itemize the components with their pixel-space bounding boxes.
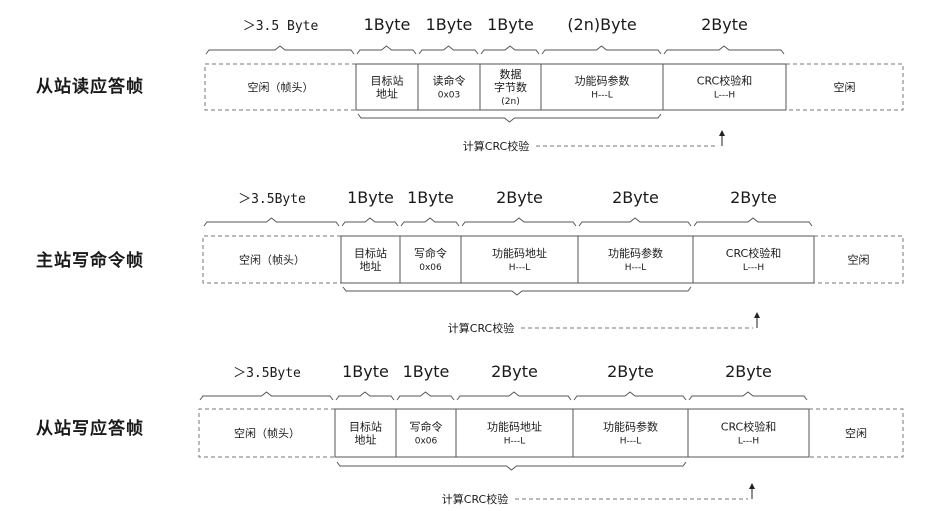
frame-cell-text: 空闲（帧头） [239,253,305,267]
byte-size-label: ＞3.5Byte [238,192,306,207]
idle-head-outline [198,408,335,458]
frame-cell-text: 0x06 [415,437,438,447]
frame-cell-text: 目标站 [349,420,382,434]
byte-size-label: 1Byte [426,15,473,34]
idle-tail-outline [814,235,904,284]
byte-size-brace [480,45,540,55]
byte-size-label: 2Byte [701,15,748,34]
byte-size-label: 1Byte [364,15,411,34]
frame-cell-text: L---H [714,91,735,101]
frame-cell-text: 功能码参数 [575,74,630,88]
byte-size-brace [456,391,572,401]
frame-cell-text: 地址 [360,259,382,273]
byte-size-label: 2Byte [496,188,543,207]
byte-size-brace [663,45,785,55]
frame-cell-text: 空闲（帧头） [248,80,314,94]
frame-cell-text: 写命令 [410,420,443,434]
crc-calc-label: 计算CRC校验 [448,321,514,335]
frame-cell-text: 空闲 [845,426,867,440]
frame-cell-text: CRC校验和 [721,420,776,434]
frame-cell-text: 空闲 [834,80,856,94]
crc-range-brace [336,461,687,471]
byte-size-label: 1Byte [487,15,534,34]
byte-size-brace [205,45,355,55]
frame-cell-text: H---L [620,437,642,447]
frame-group: 从站写应答帧 ＞3.5Byte 1Byte 1Byte 2Byte 2Byte 2Byte 空… [36,362,904,506]
byte-size-brace [418,45,479,55]
crc-arrow-icon [754,312,760,318]
byte-size-brace [335,391,395,401]
byte-size-brace [341,217,399,227]
crc-arrow-icon [749,483,755,489]
byte-size-label: 2Byte [725,362,772,381]
byte-size-label: 2Byte [612,188,659,207]
byte-size-label: 1Byte [407,188,454,207]
frame-cell-text: 写命令 [414,246,447,260]
frame-cell-text: 功能码地址 [487,420,542,434]
frame-cell-text: 地址 [355,433,377,447]
frame-body-outline [355,63,787,111]
frame-cell-text: H---L [509,263,531,273]
byte-size-brace [693,217,813,227]
frame-cell-text: 空闲（帧头） [234,426,300,440]
byte-size-brace [573,391,687,401]
crc-range-brace [342,286,692,296]
byte-size-label: 1Byte [347,188,394,207]
frame-cell-text: H---L [504,437,526,447]
frame-cell-text: CRC校验和 [726,246,781,260]
crc-arrow-icon [719,130,725,136]
frame-group: 从站读应答帧 ＞3.5 Byte 1Byte 1Byte 1Byte (2n)Byte 2B… [36,15,904,153]
byte-size-label: 1Byte [403,362,450,381]
frame-title: 从站写应答帧 [36,418,144,439]
byte-size-label: (2n)Byte [567,15,636,34]
frame-cell-text: 目标站 [354,246,387,260]
byte-size-label: 2Byte [607,362,654,381]
frame-cell-text: 读命令 [433,74,466,88]
byte-size-brace [396,391,455,401]
crc-range-brace [357,113,662,123]
frame-title: 主站写命令帧 [36,250,144,271]
frame-group: 主站写命令帧 ＞3.5Byte 1Byte 1Byte 2Byte 2Byte 2Byte 空… [36,188,904,335]
crc-calc-label: 计算CRC校验 [463,139,529,153]
frame-cell-text: 数据 [500,67,522,81]
byte-size-brace [400,217,460,227]
frame-cell-text: 0x06 [419,263,442,273]
byte-size-label: ＞3.5 Byte [243,19,319,34]
byte-size-brace [541,45,662,55]
idle-tail-outline [809,408,904,458]
frame-cell-text: L---H [743,263,764,273]
frame-cell-text: L---H [738,437,759,447]
frame-cell-text: H---L [591,91,613,101]
frame-cell-text: 字节数 [494,80,527,94]
frame-cell-text: 空闲 [848,253,870,267]
idle-head-outline [202,235,341,284]
frame-cell-text: 功能码参数 [603,420,658,434]
byte-size-brace [199,391,334,401]
byte-size-label: 2Byte [730,188,777,207]
frame-cell-text: CRC校验和 [697,74,752,88]
frame-cell-text: 功能码地址 [492,246,547,260]
frame-cell-text: H---L [625,263,647,273]
frame-body-outline [334,408,810,458]
frame-cell-text: 0x03 [438,91,461,101]
frame-cell-text: 目标站 [371,74,404,88]
frame-cell-text: 地址 [376,87,398,101]
byte-size-brace [203,217,340,227]
byte-size-label: ＞3.5Byte [233,366,301,381]
byte-size-label: 1Byte [342,362,389,381]
byte-size-brace [356,45,417,55]
byte-size-brace [688,391,808,401]
byte-size-brace [461,217,577,227]
byte-size-label: 2Byte [491,362,538,381]
frame-cell-text: 功能码参数 [608,246,663,260]
frame-cell-text: (2n) [501,97,519,107]
crc-calc-label: 计算CRC校验 [442,492,508,506]
byte-size-brace [578,217,692,227]
frame-title: 从站读应答帧 [36,76,144,97]
idle-tail-outline [786,63,904,111]
